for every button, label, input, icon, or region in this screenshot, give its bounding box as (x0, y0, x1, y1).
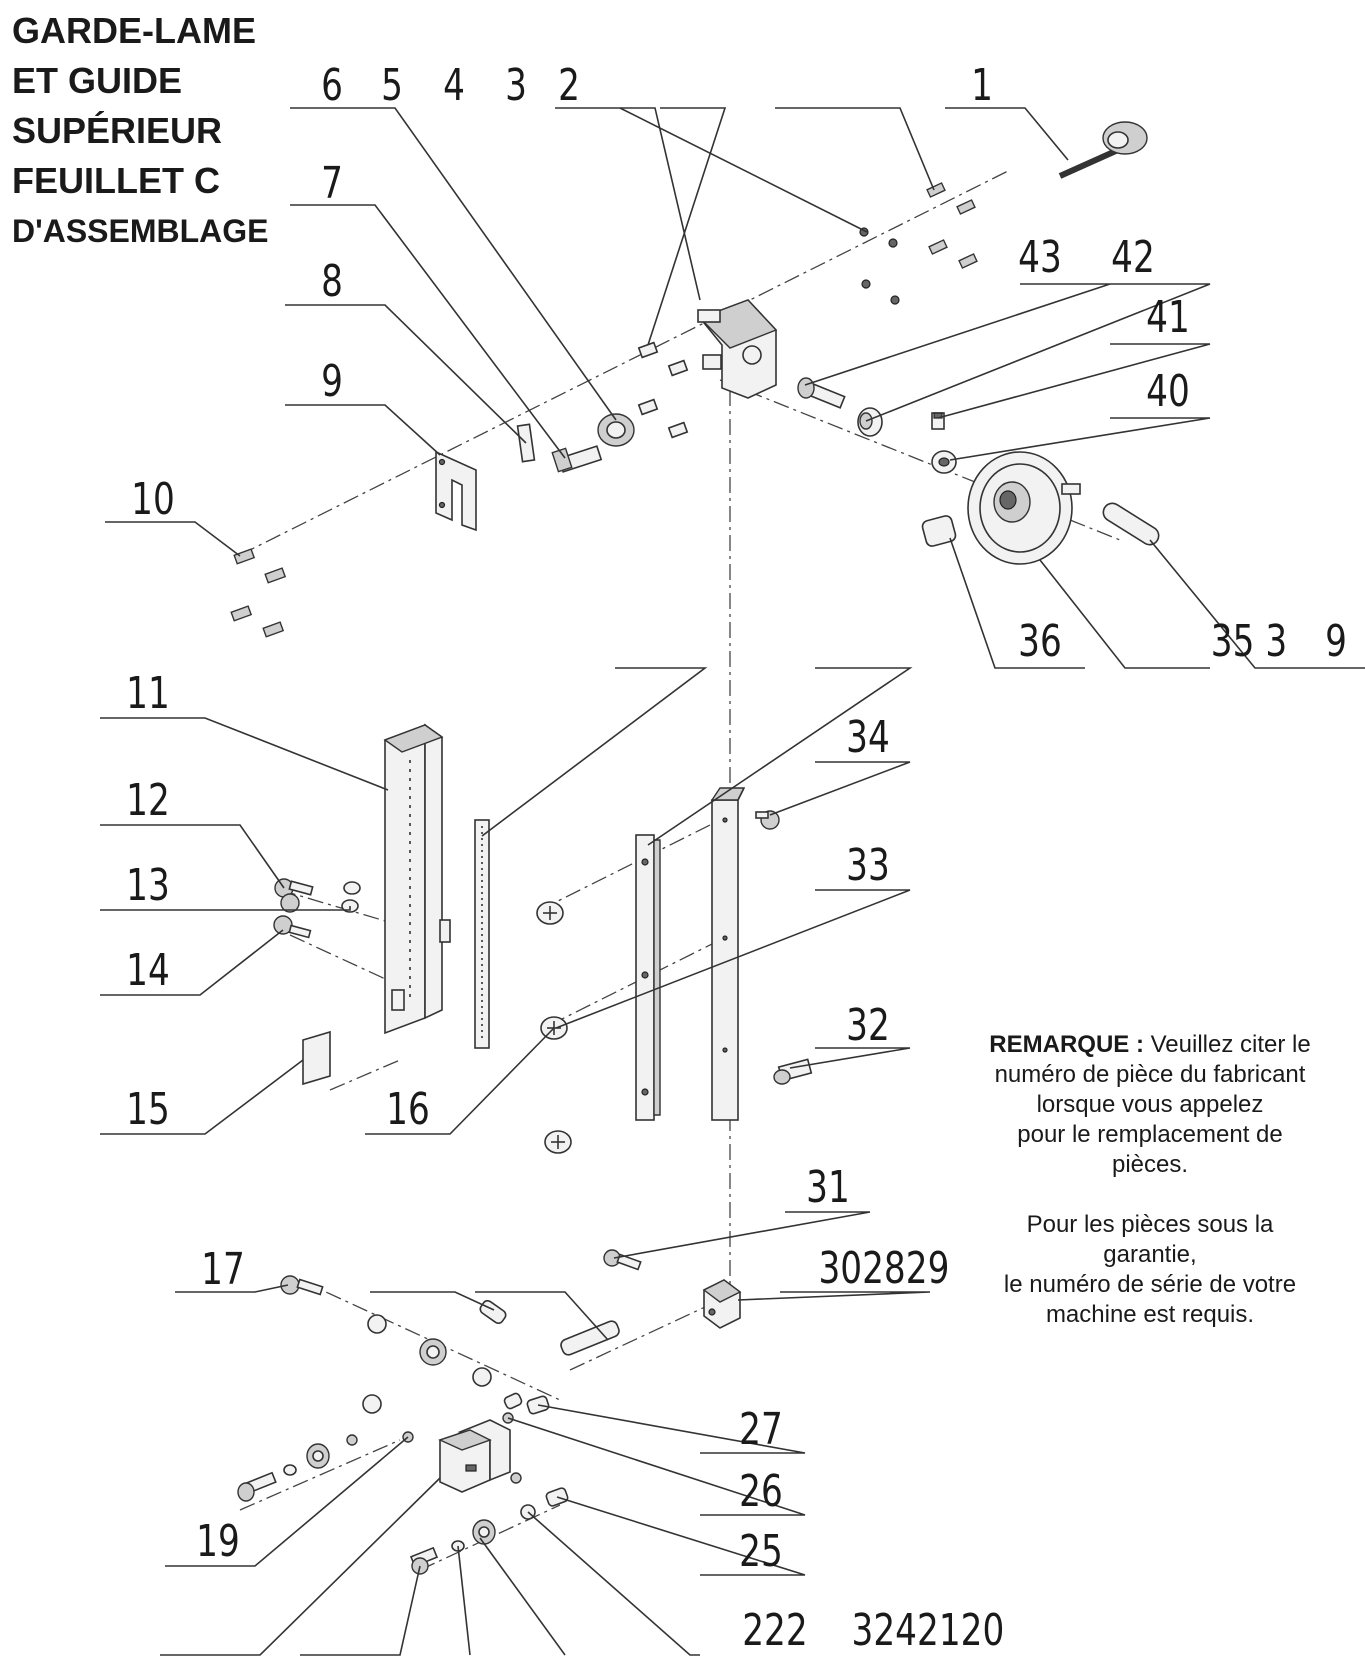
callout-26: 26 (739, 1466, 783, 1517)
callout-33: 33 (846, 840, 890, 891)
callout-5: 5 (381, 60, 403, 111)
callout-36: 36 (1018, 616, 1062, 667)
title-line-3: SUPÉRIEUR (12, 110, 223, 151)
callout-31: 31 (806, 1162, 850, 1213)
part-plate-9 (435, 450, 477, 532)
callout-1: 1 (971, 60, 993, 111)
center-lines (239, 169, 1121, 1571)
part-blade-guard-11 (383, 723, 451, 1035)
part-plate-15 (302, 1030, 331, 1086)
callout-6: 6 (321, 60, 343, 111)
leader-lines (100, 107, 1365, 1656)
callout-43: 43 (1018, 232, 1062, 283)
replacement-note: REMARQUE : Veuillez citer le numéro de p… (940, 1030, 1360, 1330)
note-line-1-text: Veuillez citer le (1150, 1031, 1311, 1058)
part-shaft-43 (797, 377, 846, 409)
part-screw-31 (603, 1249, 642, 1271)
part-sleeve-36 (921, 515, 957, 547)
callout-numbers: 1 2 3 4 5 6 7 8 9 10 11 12 13 14 15 16 1… (126, 60, 1347, 1656)
callout-13: 13 (126, 860, 170, 911)
callout-17: 17 (201, 1244, 245, 1295)
callout-15: 15 (126, 1084, 170, 1135)
title-line-5: D'ASSEMBLAGE (12, 213, 269, 249)
callout-34: 34 (846, 712, 890, 763)
callout-8: 8 (321, 256, 343, 307)
callout-42: 42 (1111, 232, 1155, 283)
part-small-screws-top (859, 182, 978, 305)
callout-25: 25 (739, 1526, 783, 1577)
note-line-5: pièces. (1111, 1151, 1189, 1178)
callout-14: 14 (126, 945, 170, 996)
note-line-4: pour le remplacement de (1017, 1121, 1283, 1148)
callout-41: 41 (1146, 292, 1190, 343)
part-gear (597, 413, 635, 447)
callout-27: 27 (739, 1404, 783, 1455)
callout-7: 7 (321, 158, 343, 209)
callout-3: 3 (505, 60, 527, 111)
note-line-8: le numéro de série de votre (1003, 1271, 1297, 1298)
part-guide-post (710, 787, 746, 1121)
part-handle-35 (1102, 502, 1160, 546)
callout-10: 10 (131, 474, 175, 525)
callout-2: 2 (558, 60, 580, 111)
part-setscrew-41 (931, 412, 945, 430)
part-guide-block (697, 299, 778, 399)
part-handwheel (967, 451, 1081, 565)
diagram-title: GARDE-LAME ET GUIDE SUPÉRIEUR FEUILLET C… (12, 6, 269, 256)
part-guide-block-30 (702, 1279, 742, 1329)
callout-11: 11 (126, 668, 170, 719)
callout-9: 9 (321, 356, 343, 407)
note-line-2: numéro de pièce du fabricant (994, 1061, 1306, 1088)
part-knob (1058, 121, 1148, 179)
callout-35-3: 35 3 (1211, 616, 1287, 667)
note-line-1: REMARQUE : Veuillez citer le (940, 1030, 1360, 1060)
part-screws-10 (230, 548, 287, 638)
part-collar-42 (857, 407, 883, 437)
part-screw-34 (755, 810, 780, 830)
callout-19: 19 (196, 1516, 240, 1567)
note-line-3: lorsque vous appelez (1036, 1091, 1264, 1118)
part-rack-bar (635, 834, 661, 1121)
title-line-1: GARDE-LAME (12, 10, 256, 51)
note-line-7: garantie, (1103, 1241, 1197, 1268)
part-flathead-screws (536, 901, 572, 1154)
note-line-9: machine est requis. (1045, 1301, 1255, 1328)
part-lower-bearing-parts (237, 1392, 569, 1575)
note-label: REMARQUE : (989, 1031, 1144, 1058)
title-line-2: ET GUIDE (12, 60, 183, 101)
callout-3242120: 3242120 (852, 1605, 1005, 1656)
part-lower-bearing-block (438, 1419, 511, 1493)
part-rack-strip (474, 819, 490, 1049)
callout-222: 222 (742, 1605, 807, 1656)
part-washer-40 (931, 450, 957, 474)
note-line-6: Pour les pièces sous la (1026, 1211, 1274, 1238)
title-line-4: FEUILLET C (12, 160, 220, 201)
callout-4: 4 (443, 60, 465, 111)
part-bolts-12-14 (273, 878, 361, 939)
part-stud-32 (773, 1058, 813, 1085)
callout-302829: 302829 (818, 1243, 949, 1294)
callout-12: 12 (126, 775, 170, 826)
callout-16: 16 (386, 1084, 430, 1135)
callout-9-handle: 9 (1325, 616, 1347, 667)
callout-40: 40 (1146, 366, 1190, 417)
callout-32: 32 (846, 1000, 890, 1051)
part-pins (637, 341, 689, 439)
